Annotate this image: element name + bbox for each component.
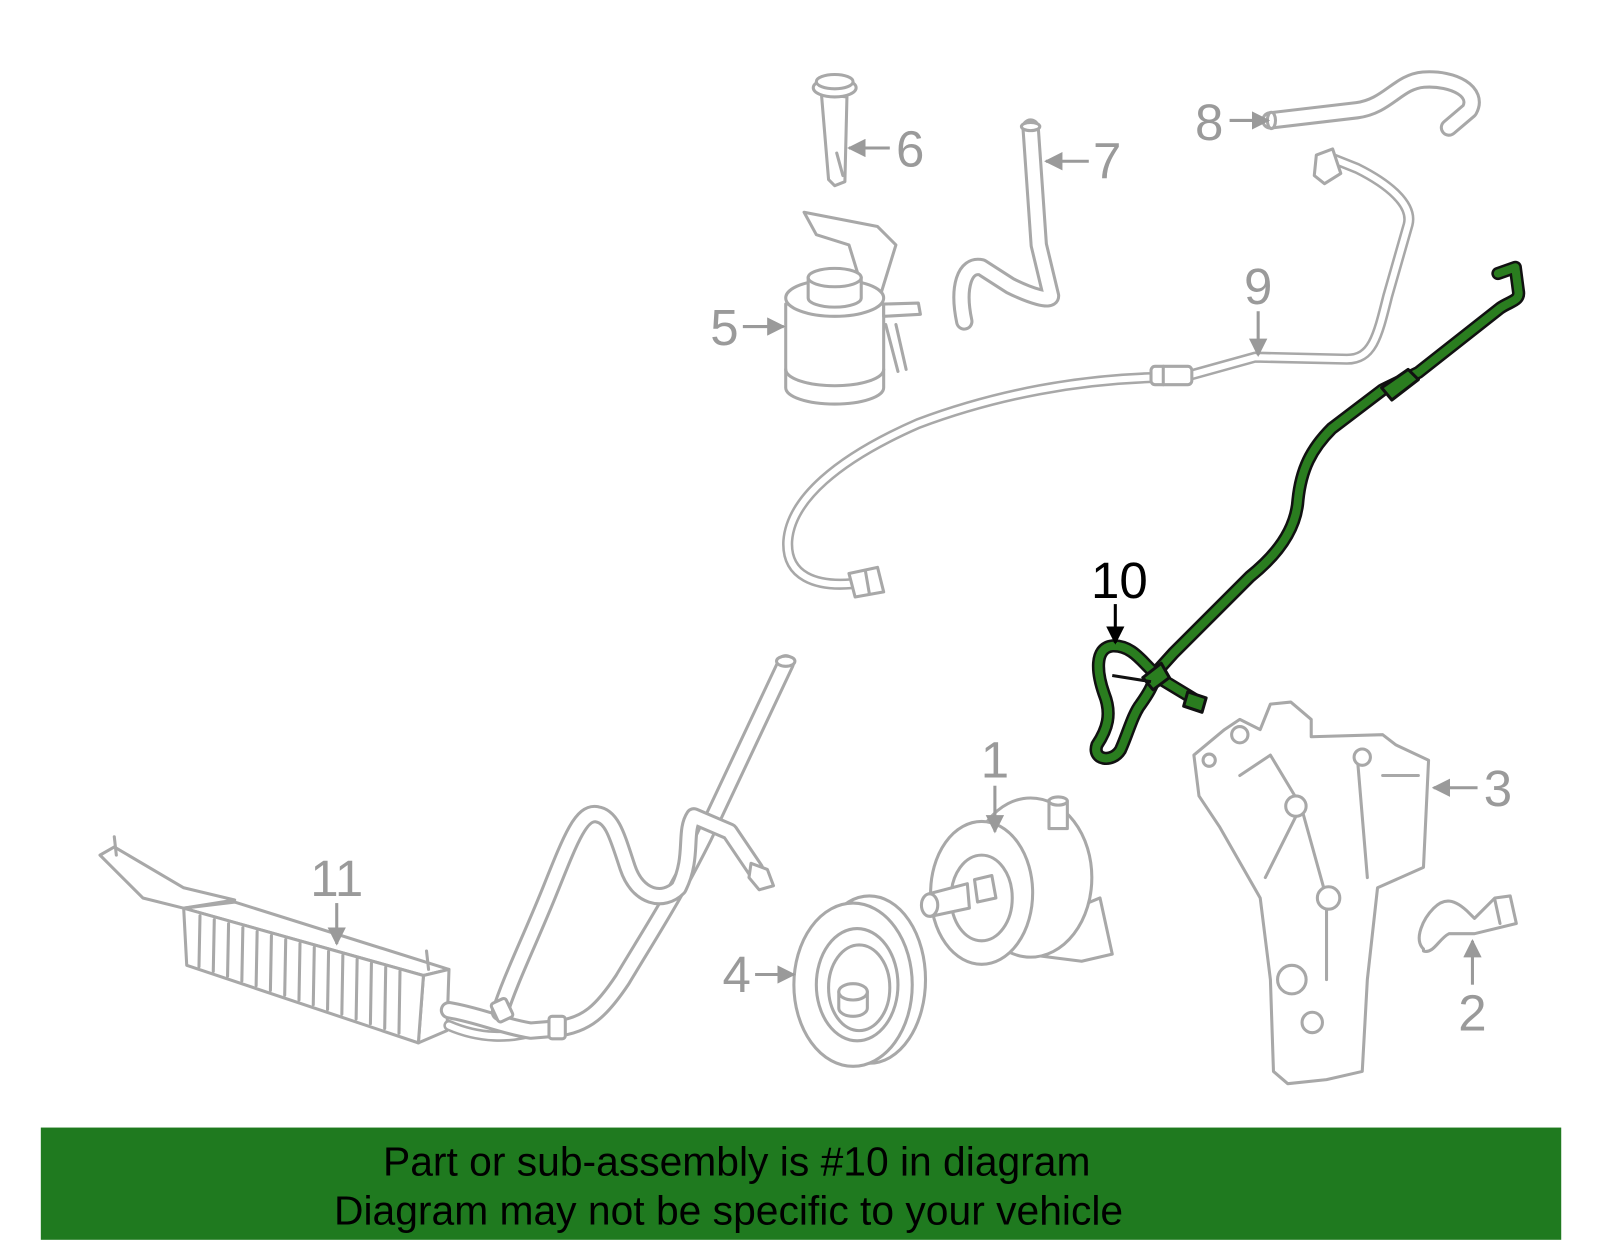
cooler-fin [226, 922, 231, 978]
part-2-small-bracket [1417, 894, 1518, 953]
banner-line-1: Part or sub-assembly is #10 in diagram [383, 1139, 1090, 1185]
cooler-fin [297, 941, 302, 1002]
callout-5: 5 [710, 299, 738, 356]
cooler-fin [240, 926, 245, 983]
part-1-power-steering-pump [919, 795, 1114, 966]
part-6-reservoir-cap [811, 72, 858, 188]
part-7-tube [962, 122, 1051, 321]
callout-10: 10 [1091, 552, 1148, 609]
banner-background [40, 1127, 1562, 1240]
callout-8: 8 [1195, 94, 1223, 151]
cooler-fin [268, 934, 273, 992]
cooler-fin [397, 969, 402, 1035]
cooler-fin [283, 937, 288, 997]
banner-line-2: Diagram may not be specific to your vehi… [334, 1188, 1123, 1234]
part-11-cooler [98, 656, 797, 1045]
callout-11: 11 [310, 850, 363, 907]
cooler-fin [311, 945, 316, 1007]
cooler-fin [211, 918, 216, 973]
callout-3: 3 [1484, 760, 1512, 817]
part-4-pulley [792, 894, 928, 1068]
callout-2: 2 [1458, 985, 1486, 1042]
callout-6: 6 [896, 120, 924, 177]
callout-9: 9 [1244, 258, 1272, 315]
cooler-fin [326, 949, 331, 1012]
part-10-highlighted-hose [1096, 267, 1518, 758]
info-banner: Part or sub-assembly is #10 in diagram D… [40, 1127, 1562, 1240]
cooler-fins [197, 914, 402, 1035]
callout-7: 7 [1093, 133, 1121, 190]
callout-1: 1 [981, 732, 1009, 789]
callouts: 1 2 3 4 5 6 7 8 9 10 11 [310, 94, 1512, 1042]
cooler-fin [368, 961, 373, 1026]
cooler-fin [197, 914, 202, 969]
part-9-pressure-line [788, 147, 1409, 599]
cooler-fin [354, 957, 359, 1021]
part-3-mounting-bracket [1192, 700, 1431, 1086]
cooler-fin [254, 930, 259, 988]
callout-4: 4 [723, 946, 751, 1003]
part-8-hose [1267, 79, 1471, 128]
cooler-fin [383, 965, 388, 1031]
part-5-reservoir [784, 210, 922, 406]
cooler-fin [340, 953, 345, 1016]
